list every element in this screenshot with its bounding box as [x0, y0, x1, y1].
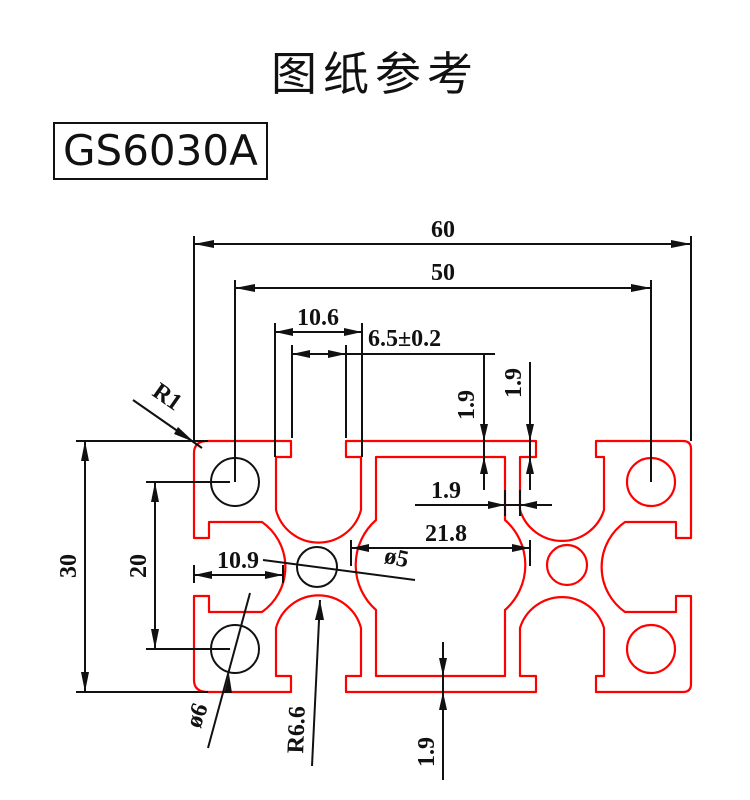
- dim-wall-bottom: 1.9: [414, 737, 440, 767]
- profile-center-hole-right: [545, 543, 589, 587]
- dim-center-cavity-width: 21.8: [425, 521, 467, 547]
- page-title: 图纸参考: [271, 47, 479, 101]
- dim-hole-spacing-height: 20: [126, 554, 152, 578]
- dimension-lines: [76, 236, 692, 780]
- center-hole-left: [296, 546, 338, 588]
- profile-center-cavity: [354, 455, 527, 678]
- dim-wall-3: 1.9: [431, 478, 461, 504]
- dim-overall-width: 60: [431, 217, 455, 243]
- dim-hole-spacing-width: 50: [431, 260, 455, 286]
- model-label: GS6030A: [53, 122, 268, 180]
- dim-slot-opening: 6.5±0.2: [368, 326, 441, 352]
- dim-side-depth: 10.9: [217, 548, 259, 574]
- dim-corner-radius: R1: [148, 378, 187, 416]
- dim-slot-outer-width: 10.6: [297, 305, 339, 331]
- dim-hole-dia: ø6: [181, 700, 214, 731]
- dim-wall-2: 1.9: [501, 368, 527, 398]
- dim-small-hole-dia: ø5: [382, 543, 411, 573]
- profile-outer-edge: [192, 439, 693, 694]
- dim-overall-height: 30: [56, 554, 82, 578]
- dim-slot-radius: R6.6: [283, 706, 311, 754]
- dim-wall-1: 1.9: [454, 390, 480, 420]
- profile-hole-bottom-right: [625, 623, 677, 675]
